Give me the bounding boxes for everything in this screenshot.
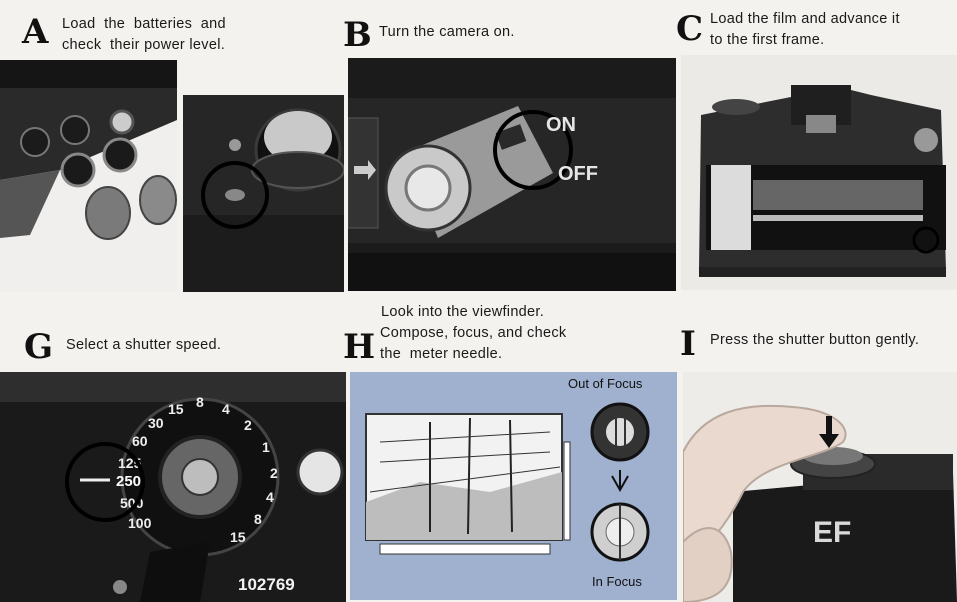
power-switch-photo: ON OFF [348,58,676,291]
step-c-caption-line2: to the first frame. [710,32,825,48]
off-label: OFF [558,163,598,185]
dial-speed-60: 60 [132,433,148,449]
step-i-caption: Press the shutter button gently. [710,330,919,351]
film-loading-photo [681,55,957,290]
dial-speed-2b: 2 [270,465,278,481]
step-b-caption: Turn the camera on. [379,22,515,43]
step-letter-b: B [343,15,372,55]
battery-check-photo [183,95,344,292]
viewfinder-panel: Out of Focus In Focus [350,372,677,600]
step-g-caption: Select a shutter speed. [66,335,221,356]
dial-speed-8b: 8 [254,511,262,527]
step-h-intro: Look into the viewfinder. [381,304,545,320]
ef-logo: EF [813,516,851,549]
step-a-caption: Load the batteries and check their power… [62,14,226,56]
dial-speed-1000: 100 [128,515,152,531]
dial-speed-1: 1 [262,439,270,455]
dial-speed-250: 250 [116,473,141,490]
step-letter-a: A [22,12,49,52]
step-i-caption-line1: Press the shutter button gently. [710,332,920,348]
dial-speed-4: 4 [222,401,230,417]
step-c-caption: Load the film and advance it to the firs… [710,9,900,51]
step-b-caption-line1: Turn the camera on. [379,24,515,40]
dial-speed-8: 8 [196,394,204,410]
step-h-caption: Compose, focus, and check the meter need… [380,323,566,365]
dial-speed-15: 15 [168,401,184,417]
step-g-caption-line1: Select a shutter speed. [66,337,222,353]
out-of-focus-label: Out of Focus [568,376,643,391]
dial-speed-30: 30 [148,415,164,431]
in-focus-label: In Focus [592,574,642,589]
shutter-button-photo: EF [683,372,957,602]
camera-serial-number: 102769 [238,575,295,594]
step-letter-i: I [680,324,696,364]
step-letter-g: G [24,327,54,367]
battery-compartment-photo [0,60,177,292]
on-label: ON [546,114,576,136]
step-h-caption-line2: the meter needle. [380,346,503,362]
step-a-caption-line2: check their power level. [62,37,226,53]
step-c-caption-line1: Load the film and advance it [710,11,900,27]
step-letter-h: H [343,327,376,367]
dial-speed-4b: 4 [266,489,274,505]
step-letter-c: C [676,9,704,49]
step-h-caption-line1: Compose, focus, and check [380,325,567,341]
step-a-caption-line1: Load the batteries and [62,16,226,32]
dial-speed-2: 2 [244,417,252,433]
shutter-dial-photo: 8 4 2 1 2 4 8 15 15 30 60 125 250 500 10… [0,372,346,602]
dial-speed-15b: 15 [230,529,246,545]
